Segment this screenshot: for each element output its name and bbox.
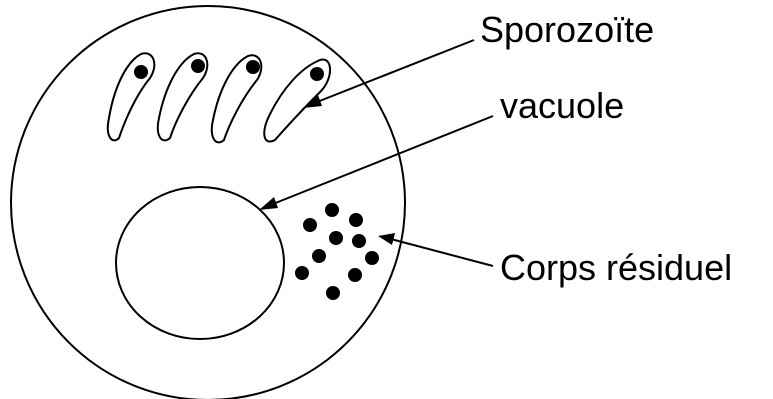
sporozoite-nucleus xyxy=(191,59,205,73)
sporozoite-nucleus xyxy=(310,67,324,81)
label-vacuole: vacuole xyxy=(500,88,624,124)
sporozoites-group xyxy=(108,53,330,142)
residual-granule xyxy=(352,234,366,248)
sporozoite-nucleus xyxy=(134,65,148,79)
residual-granule xyxy=(329,231,343,245)
arrow-sporozoite xyxy=(303,40,474,108)
sporozoite-3 xyxy=(212,55,261,142)
label-corps-residuel: Corps résiduel xyxy=(500,250,732,286)
arrow-vacuole xyxy=(259,116,493,210)
residual-granule xyxy=(365,251,379,265)
residual-granule xyxy=(312,249,326,263)
vacuole xyxy=(116,187,284,339)
residual-body xyxy=(295,203,379,300)
sporozoite-2 xyxy=(158,53,207,140)
residual-granule xyxy=(348,268,362,282)
arrows-group xyxy=(259,40,493,266)
residual-granule xyxy=(349,213,363,227)
residual-granule xyxy=(303,218,317,232)
label-sporozoite: Sporozoïte xyxy=(480,12,654,48)
residual-granule xyxy=(295,266,309,280)
residual-granule xyxy=(326,286,340,300)
sporozoite-nucleus xyxy=(246,60,260,74)
residual-granule xyxy=(325,203,339,217)
sporozoite-1 xyxy=(108,53,155,140)
